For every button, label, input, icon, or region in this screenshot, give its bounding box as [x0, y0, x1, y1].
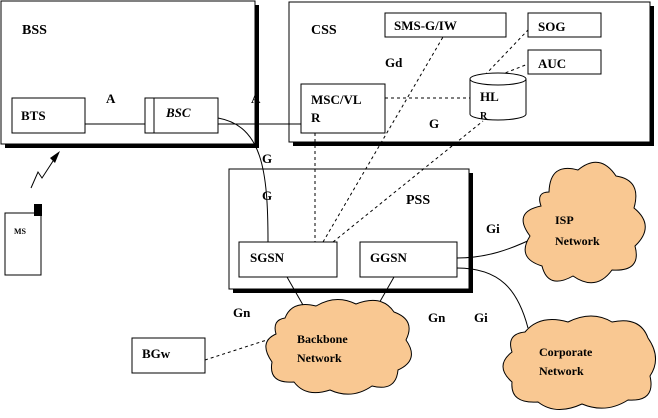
auc-label: AUC	[538, 56, 566, 71]
link-bgw-backbone	[204, 337, 274, 361]
sgsn-label: SGSN	[250, 250, 285, 265]
backbone-label-line1: Backbone	[297, 332, 348, 346]
css-label: CSS	[311, 23, 337, 38]
interface-gi-isp: Gi	[486, 221, 500, 236]
interface-gn-left: Gn	[233, 305, 251, 320]
bsc-node: BSC	[144, 97, 219, 134]
link-ggsn-backbone	[377, 276, 395, 306]
sms-giw-label: SMS-G/IW	[394, 18, 457, 33]
corporate-network-cloud: Corporate Network	[502, 315, 656, 410]
link-bsc-sgsn	[217, 117, 269, 243]
mobile-station: MS	[4, 204, 42, 276]
auc-node: AUC	[527, 49, 602, 75]
ggsn-label: GGSN	[370, 250, 407, 265]
interface-g-upper: G	[262, 151, 272, 166]
hlr-label-line2: R	[480, 111, 488, 122]
interface-gd: Gd	[385, 55, 403, 70]
sog-node: SOG	[527, 12, 602, 38]
bsc-label: BSC	[165, 105, 191, 120]
interface-a-bsc-msc: A	[251, 91, 261, 106]
msc-vlr-node: MSC/VL R	[300, 83, 386, 134]
hlr-database: HL R	[469, 72, 527, 122]
isp-label-line2: Network	[555, 234, 600, 248]
radio-signal-icon	[30, 151, 60, 189]
interface-a-bts-bsc: A	[106, 91, 116, 106]
corporate-label-line2: Network	[539, 364, 584, 378]
link-hlr-sog	[484, 29, 529, 76]
bts-label: BTS	[21, 108, 46, 123]
link-hlr-auc	[499, 63, 529, 76]
sog-label: SOG	[538, 19, 565, 34]
pss-label: PSS	[406, 193, 430, 208]
link-sgsn-backbone	[286, 276, 304, 306]
ggsn-node: GGSN	[359, 241, 458, 278]
sms-giw-node: SMS-G/IW	[384, 12, 507, 38]
backbone-label-line2: Network	[297, 351, 342, 365]
interface-g-hlr: G	[429, 116, 439, 131]
ms-label: MS	[14, 227, 27, 236]
bgw-label: BGw	[142, 346, 171, 361]
sgsn-node: SGSN	[238, 241, 338, 278]
bss-label: BSS	[22, 23, 47, 38]
bgw-node: BGw	[131, 337, 206, 374]
link-ggsn-corporate	[456, 267, 529, 329]
bts-node: BTS	[11, 97, 86, 134]
msc-label-line2: R	[311, 110, 321, 125]
interface-gi-corporate: Gi	[474, 310, 488, 325]
interface-gn-right: Gn	[428, 310, 446, 325]
corporate-label-line1: Corporate	[539, 345, 593, 359]
isp-network-cloud: ISP Network	[522, 161, 646, 284]
connections	[85, 29, 539, 361]
interface-labels: A A Gd G G G Gi Gi Gn Gn	[106, 55, 500, 325]
msc-label-line1: MSC/VL	[311, 92, 362, 107]
isp-label-line1: ISP	[555, 213, 574, 227]
link-sgsn-hlr	[332, 120, 484, 243]
interface-g-lower: G	[262, 188, 272, 203]
backbone-network-cloud: Backbone Network	[265, 299, 412, 395]
hlr-label-line1: HL	[480, 89, 499, 104]
